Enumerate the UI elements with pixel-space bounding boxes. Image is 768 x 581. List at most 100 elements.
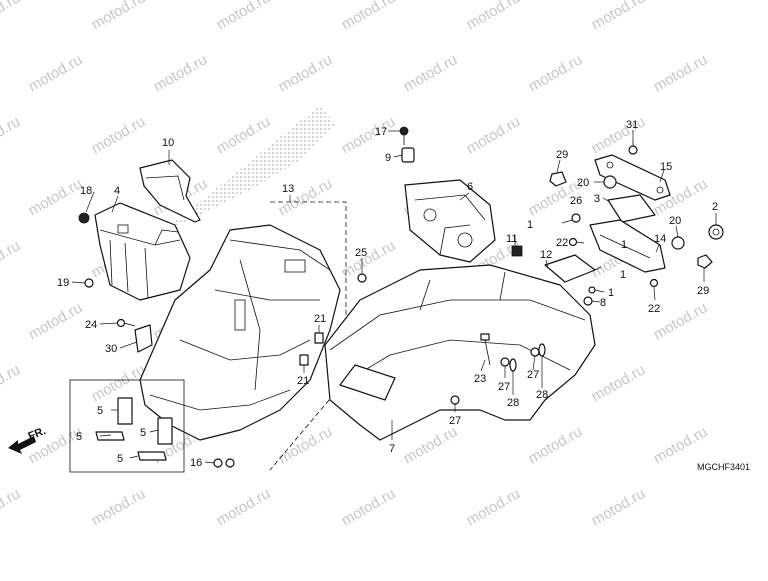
watermark-text: motod.ru — [89, 0, 149, 33]
watermark-text: motod.ru — [339, 0, 399, 33]
callout-5-c: 5 — [140, 427, 146, 439]
washer-27-a — [500, 357, 510, 367]
bolt-31 — [628, 140, 638, 155]
clip-21-a — [314, 332, 324, 344]
callout-27-a: 27 — [498, 381, 510, 393]
watermark-text: motod.ru — [339, 485, 399, 529]
nut-26 — [571, 213, 581, 223]
callout-9: 9 — [385, 152, 391, 164]
callout-30: 30 — [105, 343, 117, 355]
callout-18: 18 — [80, 185, 92, 197]
bolt-16 — [213, 458, 235, 468]
group-13-frame — [269, 201, 347, 471]
washer-27-c — [450, 395, 460, 405]
callout-19: 19 — [57, 277, 69, 289]
callout-20-b: 20 — [669, 215, 681, 227]
callout-27-c: 27 — [449, 415, 461, 427]
pads-5 — [95, 397, 173, 461]
callout-22-a: 22 — [556, 237, 568, 249]
callout-11: 11 — [506, 233, 517, 245]
callout-10: 10 — [162, 137, 174, 149]
grommet-20-b — [671, 236, 685, 250]
part-10-cover — [139, 159, 201, 223]
watermark-text: motod.ru — [0, 361, 23, 405]
watermark-text: motod.ru — [26, 175, 86, 219]
watermark-text: motod.ru — [0, 485, 23, 529]
bolt-17 — [399, 126, 409, 145]
callout-31: 31 — [626, 119, 638, 131]
callout-numbers: 10 4 18 19 24 30 13 21 21 16 5 5 5 5 17 … — [57, 119, 718, 469]
watermark-text: motod.ru — [589, 361, 649, 405]
grommet-28-a — [509, 358, 517, 372]
callout-8: 8 — [600, 297, 606, 309]
bolt-19 — [84, 278, 94, 288]
watermark-text: motod.ru — [276, 51, 336, 95]
watermark-text: motod.ru — [526, 423, 586, 467]
part-14-license-light — [589, 219, 666, 273]
callout-28-b: 28 — [536, 389, 548, 401]
callout-6: 6 — [467, 181, 473, 193]
bolt-24 — [116, 318, 136, 328]
watermark-text: motod.ru — [589, 485, 649, 529]
part-30-strap — [134, 324, 153, 353]
part-4-battery-box — [94, 202, 191, 301]
watermark-text: motod.ru — [151, 51, 211, 95]
grommet-28-b — [538, 343, 546, 357]
callout-3: 3 — [594, 193, 600, 205]
callout-16: 16 — [190, 457, 202, 469]
bolt-18 — [78, 212, 90, 224]
watermark-text: motod.ru — [89, 113, 149, 157]
watermark-text: motod.ru — [401, 51, 461, 95]
watermark-text: motod.ru — [464, 113, 524, 157]
watermark-text: motod.ru — [526, 51, 586, 95]
callout-1-a: 1 — [527, 219, 533, 231]
part-7-rear-fender — [324, 264, 596, 441]
inner-fender-13 — [139, 224, 341, 441]
callout-14: 14 — [654, 233, 666, 245]
nut-29-b — [697, 254, 713, 269]
front-direction-arrow — [8, 436, 36, 454]
callout-5-d: 5 — [117, 453, 123, 465]
part-11-clip — [511, 245, 523, 257]
clip-21-b — [299, 354, 309, 366]
watermark-text: motod.ru — [26, 299, 86, 343]
watermark-text: motod.ru — [276, 175, 336, 219]
callout-1-b: 1 — [621, 239, 627, 251]
callout-24: 24 — [85, 319, 97, 331]
callout-23: 23 — [474, 373, 486, 385]
nut-25 — [357, 273, 367, 283]
watermark-text: motod.ru — [464, 485, 524, 529]
watermark-text: motod.ru — [0, 237, 23, 281]
watermark-text: motod.ru — [89, 485, 149, 529]
bolt-8 — [583, 296, 593, 306]
watermark-text: motod.ru — [276, 423, 336, 467]
callout-2: 2 — [712, 201, 718, 213]
callout-29-b: 29 — [697, 285, 709, 297]
nut-22-b — [649, 278, 659, 288]
shading-area — [165, 105, 335, 230]
callout-27-b: 27 — [527, 369, 539, 381]
callout-21-a: 21 — [314, 313, 326, 325]
watermark-text: motod.ru — [339, 113, 399, 157]
watermark-text: motod.ru — [0, 0, 23, 33]
grommet-20-a — [603, 175, 617, 189]
watermark-text: motod.ru — [26, 51, 86, 95]
callout-28-a: 28 — [507, 397, 519, 409]
callout-21-b: 21 — [297, 375, 309, 387]
part-6-bracket — [404, 179, 496, 263]
collar-9 — [401, 147, 415, 163]
part-2-rubber — [708, 224, 724, 240]
group-5-frame — [69, 379, 185, 473]
nut-29-a — [549, 171, 567, 187]
bolt-1-small — [588, 286, 596, 294]
watermark-text: motod.ru — [339, 237, 399, 281]
watermark-text: motod.ru — [401, 423, 461, 467]
front-label: FR. — [27, 425, 48, 443]
diagram-code: MGCHF3401 — [697, 462, 750, 472]
callout-22-b: 22 — [648, 303, 660, 315]
callout-26: 26 — [570, 195, 582, 207]
bolt-23 — [480, 333, 491, 366]
part-15-plate-bracket — [594, 154, 671, 201]
callout-25: 25 — [355, 247, 367, 259]
